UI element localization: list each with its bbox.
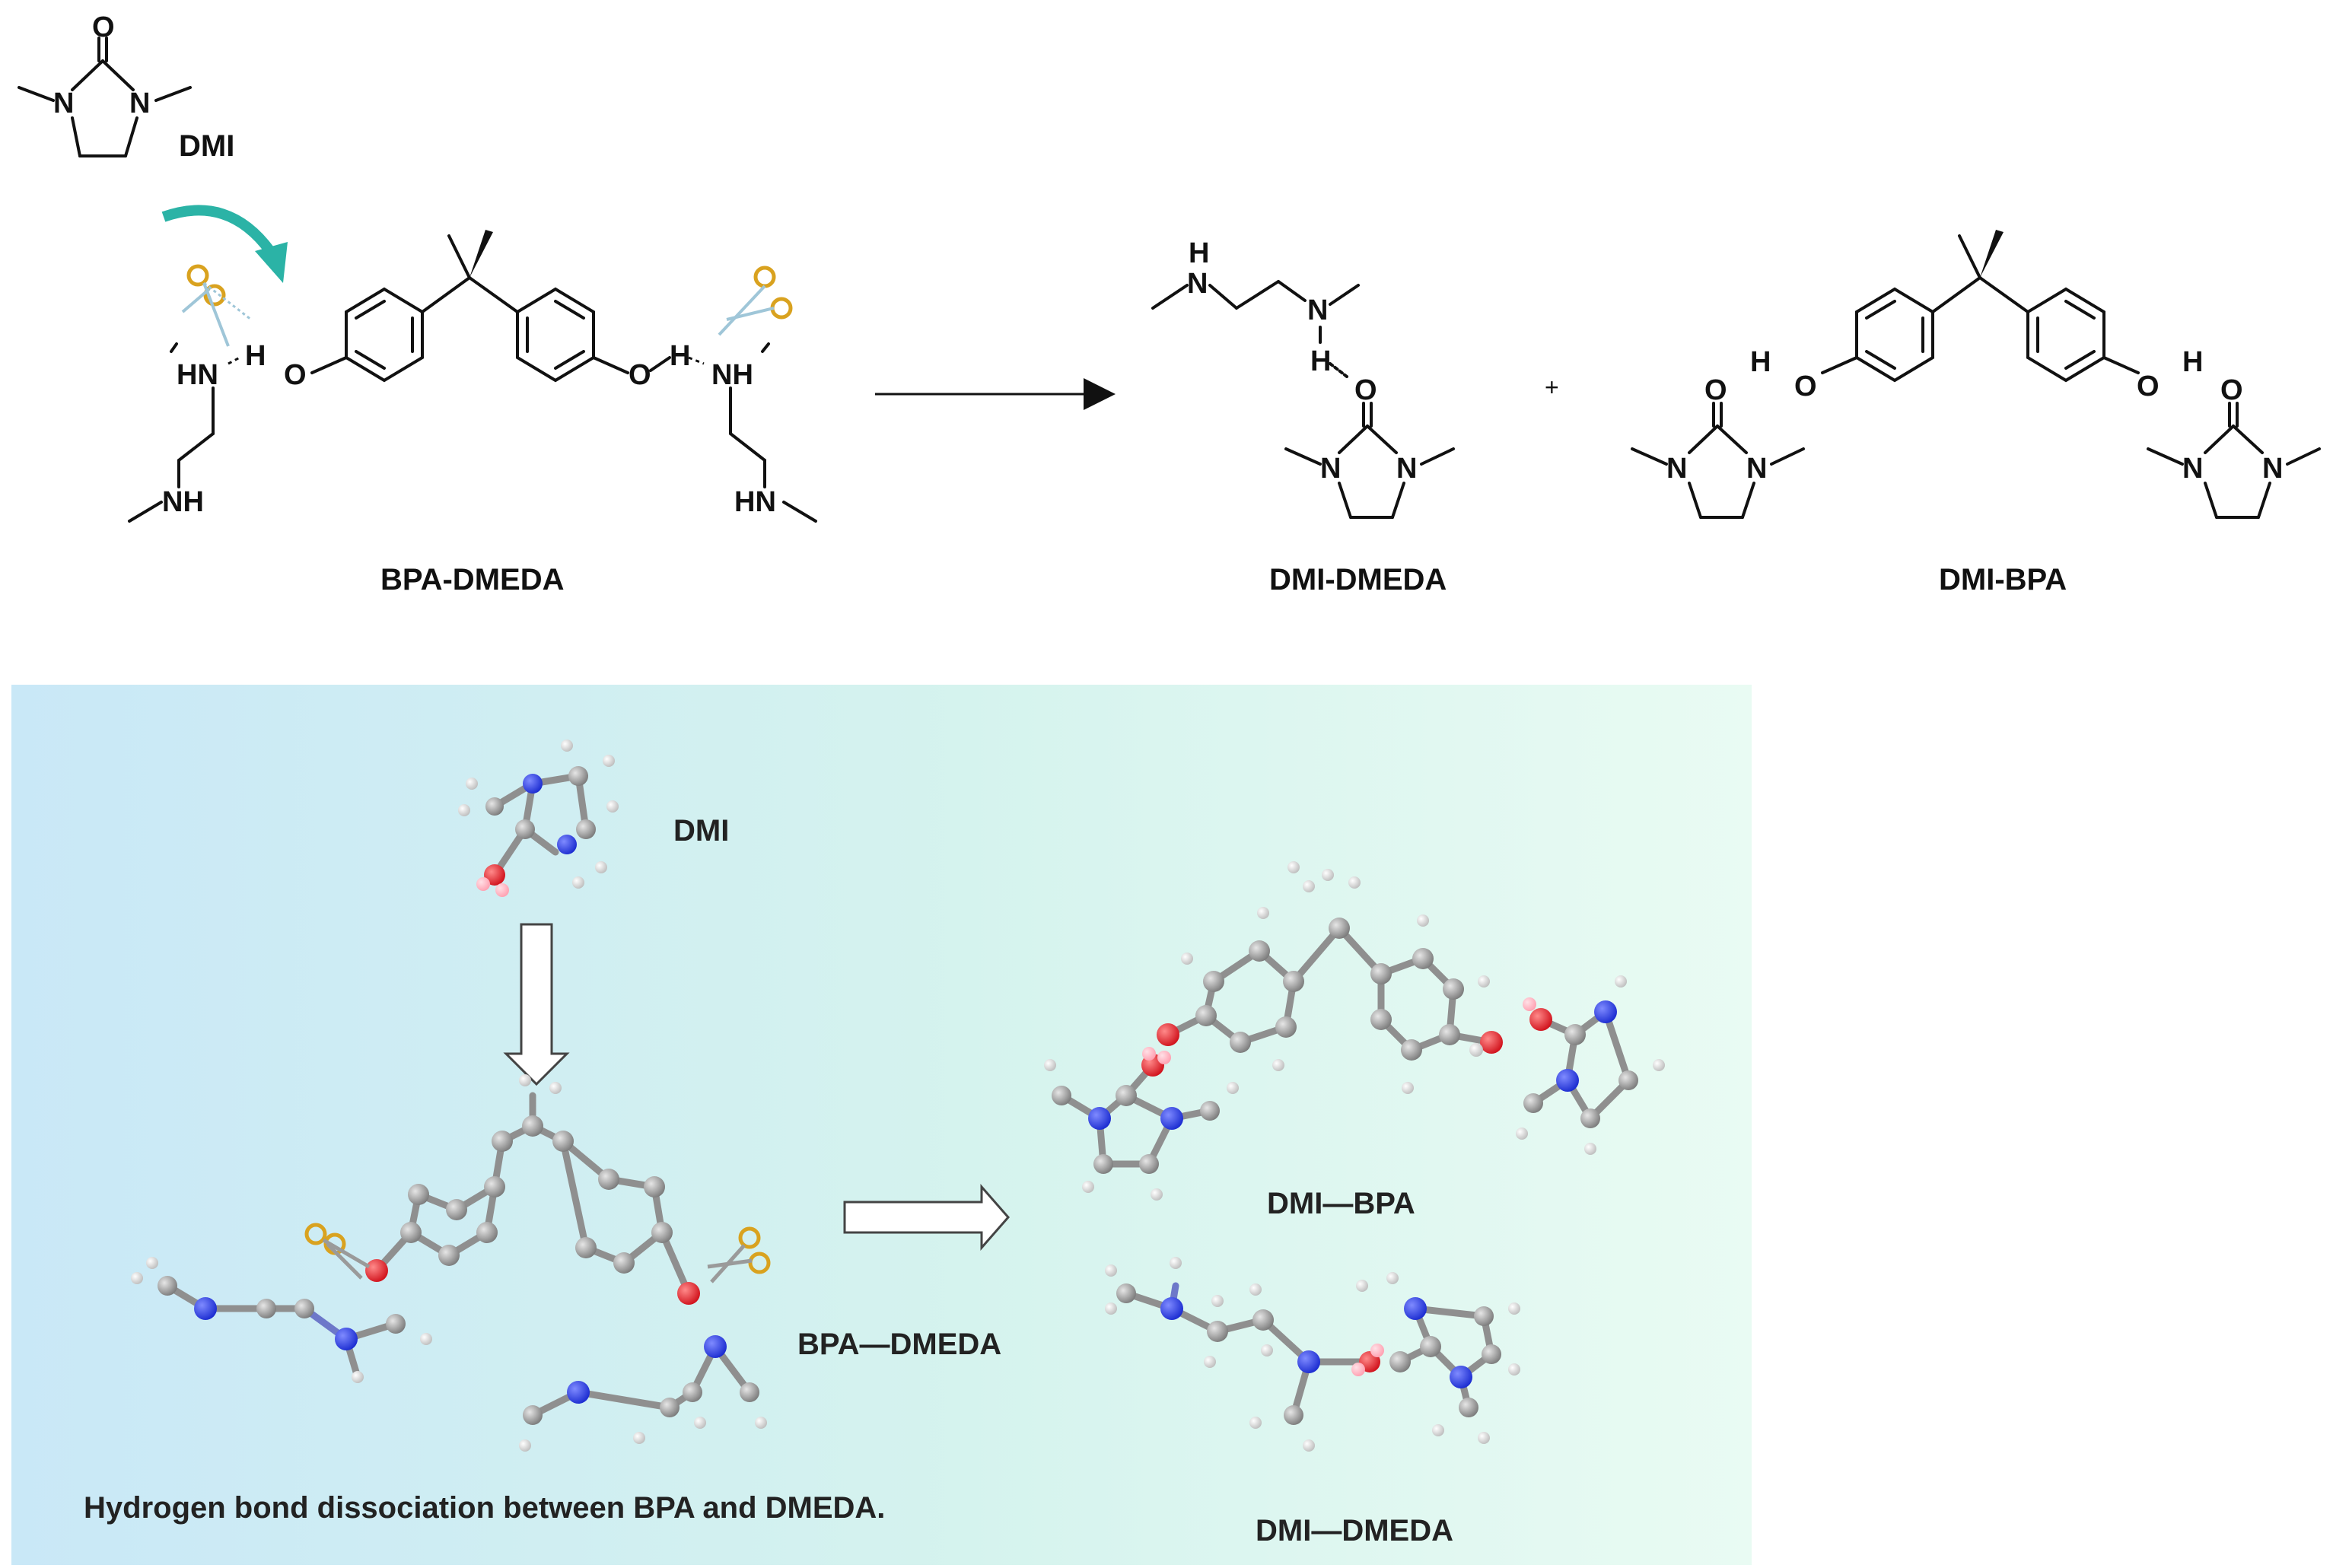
atom-o: O: [2220, 374, 2243, 406]
atom-h: H: [1310, 345, 1331, 377]
bpa-dmeda-complex-3d: [131, 1074, 767, 1452]
dmi-dmeda-label: DMI-DMEDA: [1269, 563, 1447, 596]
bpa-dmeda-label: BPA-DMEDA: [380, 563, 564, 596]
atom-n: N: [1320, 453, 1341, 485]
right-arrow-icon: [843, 1184, 1010, 1251]
atom-n: N: [1666, 453, 1687, 485]
bpa-dmeda-structure: O H O H HN NH NH HN BPA-DM: [128, 230, 817, 596]
atom-n: N: [1307, 294, 1328, 326]
dmi-bpa-label: DMI-BPA: [1939, 563, 2067, 596]
panel-caption: Hydrogen bond dissociation between BPA a…: [84, 1491, 885, 1525]
atom-n: N: [2262, 453, 2283, 485]
dmi-bpa-3d-label: DMI—BPA: [1267, 1187, 1415, 1220]
scissors-icon: [718, 266, 793, 336]
dmi-reagent-label: DMI: [179, 129, 234, 163]
scissors-icon: [707, 1226, 771, 1283]
dmi-bpa-3d: [1044, 861, 1665, 1201]
atom-h: H: [670, 340, 690, 372]
atom-hn: HN: [734, 486, 776, 518]
dmi-dmeda-3d-label: DMI—DMEDA: [1256, 1514, 1453, 1547]
dmi-reagent-structure: O N N DMI: [18, 11, 234, 163]
dmi-bpa-structure: O H O H O N N O N N: [1631, 230, 2321, 596]
scissors-icon: [304, 1223, 371, 1280]
atom-nh: NH: [162, 486, 204, 518]
atom-o: O: [1354, 374, 1377, 406]
atom-nh: NH: [711, 359, 753, 391]
atom-n: N: [1187, 268, 1208, 300]
bpa-dmeda-3d-label: BPA—DMEDA: [797, 1328, 1001, 1361]
dmi-molecule-3d: [458, 739, 619, 897]
top-reaction-scheme: O N N DMI: [18, 11, 2321, 596]
dmi-3d-label: DMI: [673, 814, 729, 848]
atom-h: H: [1750, 346, 1771, 378]
atom-h: H: [2182, 346, 2203, 378]
attack-arrow-icon: [161, 205, 275, 255]
down-arrow-icon: [503, 923, 570, 1086]
atom-n: N: [1746, 453, 1767, 485]
attack-arrowhead-icon: [255, 242, 288, 283]
dmi-dmeda-structure: H N N H O N N DMI-DMEDA: [1151, 237, 1455, 596]
atom-n: N: [129, 87, 150, 119]
atom-o: O: [629, 359, 651, 391]
atom-n: N: [53, 87, 74, 119]
simulation-panel: [11, 685, 1752, 1565]
atom-o: O: [2137, 371, 2160, 402]
atom-h: H: [245, 340, 266, 372]
plus-sign: +: [1545, 374, 1559, 401]
scissors-icon: [181, 264, 252, 347]
atom-h: H: [1189, 237, 1209, 269]
atom-o: O: [1794, 371, 1817, 402]
atom-o: O: [1704, 374, 1727, 406]
atom-n: N: [1396, 453, 1417, 485]
dmi-dmeda-3d: [1105, 1257, 1520, 1452]
atom-hn: HN: [177, 359, 218, 391]
atom-n: N: [2182, 453, 2203, 485]
atom-o: O: [284, 359, 307, 391]
atom-o: O: [92, 11, 115, 43]
